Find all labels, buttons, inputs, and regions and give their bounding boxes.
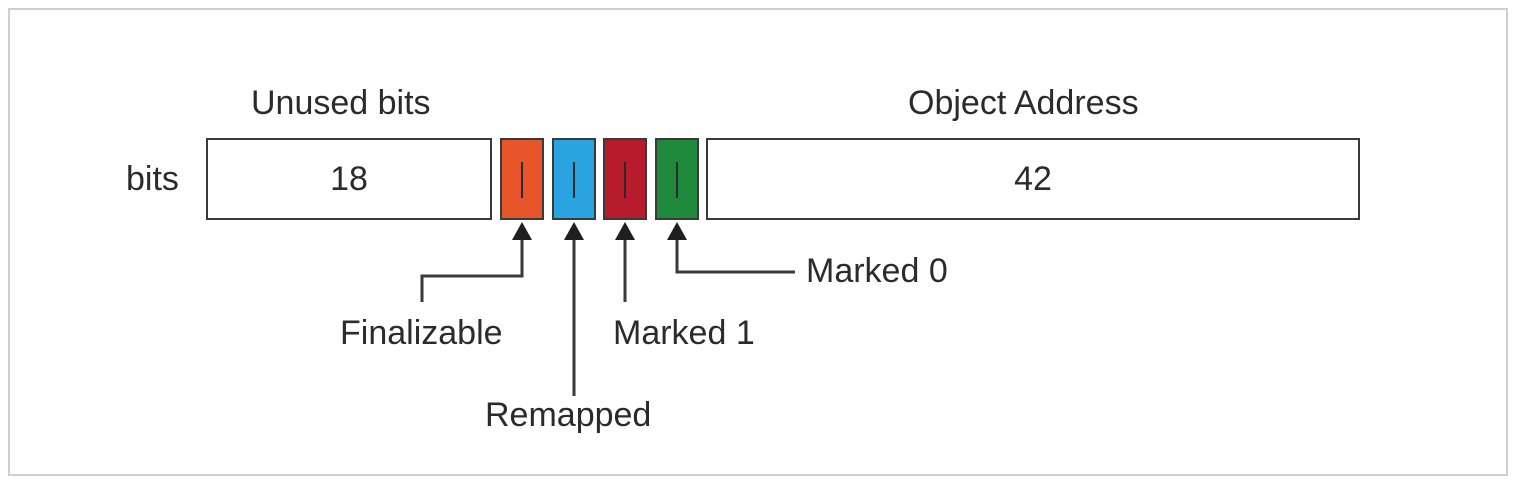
- bit-tick-mark: [624, 162, 626, 198]
- object-address-heading: Object Address: [908, 84, 1139, 122]
- unused-bits-heading: Unused bits: [251, 84, 431, 122]
- bits-row-label: bits: [126, 160, 179, 198]
- unused-bits-box: 18: [206, 138, 492, 220]
- marked-0-label: Marked 0: [806, 252, 948, 290]
- finalizable-connector: [420, 236, 524, 302]
- bit-tick-mark: [573, 162, 575, 198]
- remapped-arrowhead: [564, 222, 584, 240]
- object-address-count: 42: [1014, 159, 1052, 198]
- bit-tick-mark: [676, 162, 678, 198]
- bit-tick-mark: [521, 162, 523, 198]
- marked-0-bit-box: [655, 138, 699, 220]
- remapped-label: Remapped: [485, 396, 652, 434]
- object-address-box: 42: [706, 138, 1360, 220]
- unused-bits-count: 18: [330, 159, 368, 198]
- finalizable-label: Finalizable: [340, 314, 503, 352]
- finalizable-arrowhead: [512, 222, 532, 240]
- remapped-bit-box: [552, 138, 596, 220]
- marked-0-arrowhead: [667, 222, 687, 240]
- finalizable-bit-box: [500, 138, 544, 220]
- marked-0-connector: [675, 236, 795, 274]
- marked-1-label: Marked 1: [613, 314, 755, 352]
- marked-1-bit-box: [603, 138, 647, 220]
- diagram-frame: [8, 8, 1508, 476]
- marked-1-arrowhead: [615, 222, 635, 240]
